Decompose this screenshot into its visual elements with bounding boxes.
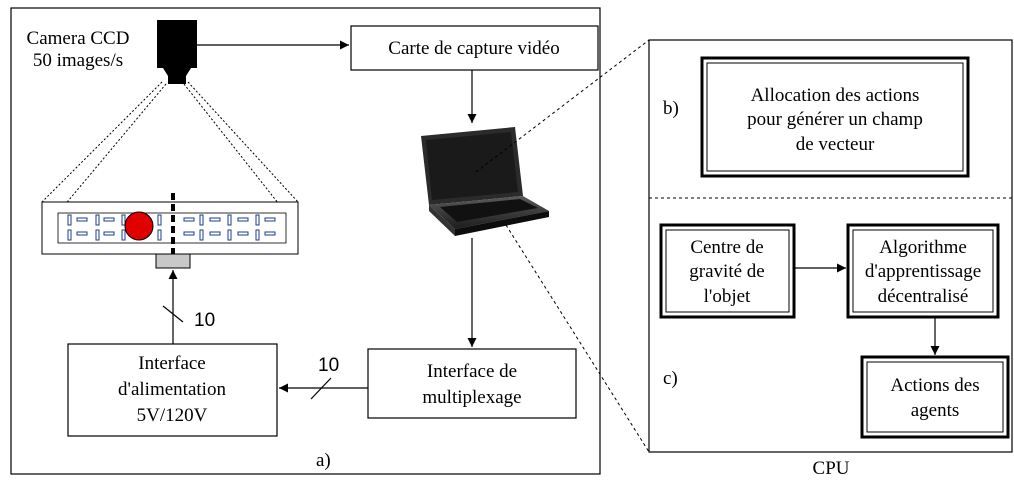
bus-slash-horizontal [310, 377, 332, 400]
actions-line1: Actions des [890, 375, 979, 396]
algorithm-line2: d'apprentissage [865, 261, 981, 282]
allocation-line1: Allocation des actions [751, 85, 920, 106]
algorithm-line3: décentralisé [878, 286, 969, 307]
camera-view-lines [41, 81, 299, 214]
laptop-icon [421, 127, 549, 236]
bus-width-label-vertical: 10 [194, 310, 215, 331]
power-interface-line3: 5V/120V [137, 405, 208, 426]
multiplex-line2: multiplexage [422, 387, 521, 408]
actions-line2: agents [911, 400, 960, 421]
zoom-lines [475, 39, 650, 453]
power-interface-line1: Interface [138, 353, 206, 374]
bus-width-label-horizontal: 10 [318, 355, 339, 376]
multiplex-box [367, 348, 577, 419]
gravity-line3: l'objet [704, 286, 751, 307]
gravity-box-outer [659, 223, 796, 319]
power-interface-box [67, 343, 278, 437]
actions-box-outer [860, 355, 1010, 439]
algorithm-box-outer [846, 223, 1000, 319]
camera-label-line2: 50 images/s [33, 50, 123, 71]
actuator-cells [67, 214, 276, 241]
camera-label-line1: Camera CCD [27, 28, 130, 49]
multiplex-line1: Interface de [427, 361, 517, 382]
allocation-box-inner [706, 62, 964, 172]
algorithm-line1: Algorithme [879, 237, 967, 258]
panel-c-label: c) [663, 368, 678, 389]
allocation-line3: de vecteur [796, 134, 875, 155]
actions-box-inner [866, 361, 1004, 433]
panel-a-frame [10, 7, 601, 475]
camera-icon [157, 20, 197, 84]
object-ball [124, 211, 154, 241]
capture-card-box [350, 25, 599, 71]
cpu-label: CPU [813, 458, 850, 479]
power-interface-line2: d'alimentation [118, 379, 226, 400]
array-connector [155, 253, 191, 269]
panel-a-label: a) [316, 450, 331, 471]
allocation-box-outer [700, 56, 970, 178]
bus-slash-vertical [162, 305, 184, 323]
capture-card-label: Carte de capture vidéo [388, 38, 559, 59]
cpu-panel-frame [648, 39, 1013, 453]
panel-b-label: b) [663, 98, 679, 119]
gravity-box-inner [665, 229, 790, 313]
actuator-array [41, 193, 299, 269]
algorithm-box-inner [852, 229, 994, 313]
gravity-line2: gravité de [689, 261, 764, 282]
allocation-line2: pour générer un champ [747, 109, 923, 130]
gravity-line1: Centre de [690, 237, 763, 258]
